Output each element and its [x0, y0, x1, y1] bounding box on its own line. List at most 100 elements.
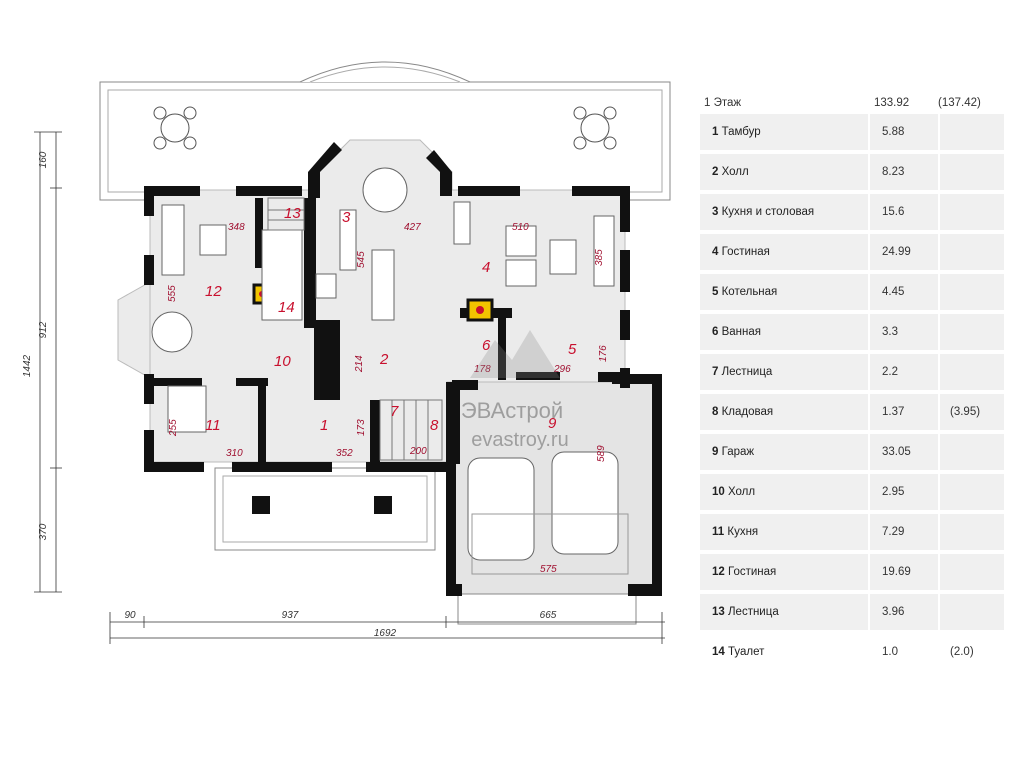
stairs — [267, 197, 443, 461]
room-dim-545: 545 — [356, 251, 367, 268]
room-dim-200: 200 — [409, 446, 427, 457]
legend-room-name: 4 Гостиная — [700, 234, 868, 270]
total-area: 133.92 — [874, 97, 910, 109]
legend-room-name: 8 Кладовая — [700, 394, 868, 430]
legend-room-number: 4 — [712, 246, 719, 258]
legend-room-area: 4.45 — [870, 274, 938, 310]
watermark-brand: ЭВАстрой — [461, 398, 563, 423]
legend-room-label: Кладовая — [721, 406, 774, 418]
room-label-9: 9 — [548, 415, 557, 432]
floor-plan: 160 912 370 1442 90 937 665 1692 1 2 3 4… — [22, 61, 671, 644]
room-dim-296: 296 — [553, 364, 571, 375]
legend-room-area-extra — [940, 234, 1004, 270]
legend-room-number: 12 — [712, 566, 725, 578]
legend-room-number: 8 — [712, 406, 719, 418]
dim-total-vertical: 1442 — [22, 354, 33, 377]
room-label-12: 12 — [205, 283, 222, 300]
room-dim-176: 176 — [598, 345, 609, 362]
legend-room-area: 2.2 — [870, 354, 938, 390]
room-dimensions: 348 427 510 545 385 555 214 178 296 176 … — [167, 222, 609, 575]
legend-room-label: Холл — [721, 166, 749, 178]
dim-middle-vertical: 912 — [38, 321, 49, 338]
legend-room-number: 11 — [712, 526, 725, 538]
room-label-4: 4 — [482, 259, 490, 276]
legend-room-name: 7 Лестница — [700, 354, 868, 390]
room-dim-575: 575 — [540, 564, 557, 575]
legend-room-number: 1 — [712, 126, 719, 138]
legend-room-area: 8.23 — [870, 154, 938, 190]
legend-room-label: Туалет — [728, 646, 765, 658]
legend-room-area: 5.88 — [870, 114, 938, 150]
dim-bottom-vertical: 370 — [38, 523, 49, 540]
room-dim-178: 178 — [474, 364, 491, 375]
legend-room-area-extra — [940, 594, 1004, 630]
legend-room-area-extra — [940, 474, 1004, 510]
legend-room-number: 9 — [712, 446, 719, 458]
legend-room-number: 13 — [712, 606, 725, 618]
legend-room-area-extra — [940, 154, 1004, 190]
room-dim-348: 348 — [228, 222, 245, 233]
legend-room-area: 15.6 — [870, 194, 938, 230]
dim-width-total: 1692 — [374, 628, 397, 639]
legend-room-area: 7.29 — [870, 514, 938, 550]
legend-room-area: 3.96 — [870, 594, 938, 630]
porch — [214, 467, 436, 551]
room-label-14: 14 — [278, 299, 295, 316]
legend-room-name: 3 Кухня и столовая — [700, 194, 868, 230]
legend-room-name: 13 Лестница — [700, 594, 868, 630]
room-dim-555: 555 — [167, 285, 178, 302]
legend-room-name: 11 Кухня — [700, 514, 868, 550]
room-label-13: 13 — [284, 205, 301, 222]
legend-room-number: 6 — [712, 326, 719, 338]
room-label-10: 10 — [274, 353, 291, 370]
legend-room-number: 7 — [712, 366, 719, 378]
legend-room-area-extra: (3.95) — [940, 394, 1004, 430]
dim-width-main: 937 — [282, 610, 299, 621]
room-label-6: 6 — [482, 337, 491, 354]
legend-room-area: 33.05 — [870, 434, 938, 470]
room-label-2: 2 — [379, 351, 389, 368]
legend-row: 2 Холл 8.23 — [700, 154, 1004, 194]
room-dim-589: 589 — [596, 445, 607, 462]
legend-room-area-extra — [940, 314, 1004, 350]
room-dim-427: 427 — [404, 222, 421, 233]
legend-room-area-extra — [940, 194, 1004, 230]
garage-approach — [457, 593, 637, 625]
legend-room-area: 1.37 — [870, 394, 938, 430]
room-dim-214: 214 — [354, 355, 365, 373]
dim-top-vertical: 160 — [38, 151, 49, 168]
legend-room-area-extra: (2.0) — [950, 646, 974, 658]
dim-width-left: 90 — [124, 610, 136, 621]
legend-room-number: 2 — [712, 166, 719, 178]
legend-room-label: Гостиная — [728, 566, 777, 578]
room-label-8: 8 — [430, 417, 439, 434]
terrace-table-left — [153, 106, 197, 150]
room-dim-352: 352 — [336, 448, 353, 459]
watermark-mountains-icon — [470, 330, 560, 378]
legend-room-area: 3.3 — [870, 314, 938, 350]
watermark-url: evastroy.ru — [471, 429, 568, 451]
terrace-table-right — [573, 106, 617, 150]
legend-room-name: 10 Холл — [700, 474, 868, 510]
room-dim-173: 173 — [356, 419, 367, 436]
room-label-5: 5 — [568, 341, 577, 358]
legend-header: 1 Этаж 133.92 (137.42) — [700, 92, 1004, 114]
legend-room-label: Ванная — [721, 326, 762, 338]
legend-room-area: 24.99 — [870, 234, 938, 270]
room-dim-385: 385 — [594, 249, 605, 266]
legend-room-area: 2.95 — [870, 474, 938, 510]
room-label-11: 11 — [205, 417, 221, 434]
legend-room-name: 1 Тамбур — [700, 114, 868, 150]
watermark: ЭВАстрой evastroy.ru — [461, 330, 569, 451]
